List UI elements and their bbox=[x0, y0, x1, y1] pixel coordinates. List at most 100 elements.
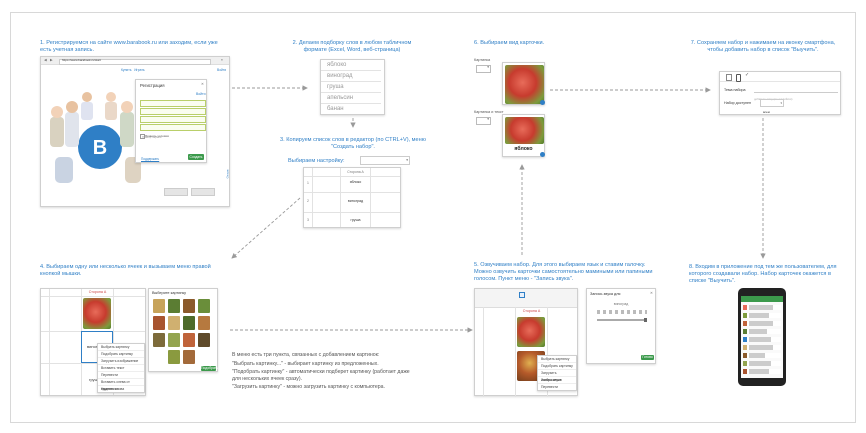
menu-item[interactable]: Загрузить изображение bbox=[98, 358, 144, 365]
sound-ok-button[interactable]: Готово bbox=[641, 355, 654, 360]
picker-thumbnail[interactable] bbox=[183, 316, 195, 330]
step-4-caption: 4. Выбираем одну или несколько ячеек и в… bbox=[40, 264, 211, 277]
card-type-select-2[interactable]: ▾ bbox=[476, 117, 491, 125]
footer-link[interactable]: Поддержать bbox=[141, 157, 160, 161]
picker-thumbnail[interactable] bbox=[153, 316, 165, 330]
picker-thumbnail[interactable] bbox=[183, 350, 195, 364]
app-list-item[interactable] bbox=[743, 305, 781, 310]
menu-item[interactable]: Перевести bbox=[541, 385, 558, 389]
sound-icon[interactable] bbox=[540, 152, 545, 157]
cell-word[interactable]: груша bbox=[350, 218, 361, 222]
phone-screen bbox=[741, 296, 783, 378]
picker-thumbnail[interactable] bbox=[183, 333, 195, 347]
context-menu: Выбрать картинку Подобрать картинку Загр… bbox=[537, 355, 577, 391]
submit-button[interactable]: Создать bbox=[188, 154, 204, 160]
chevron-down-icon: ▾ bbox=[406, 158, 408, 162]
image-card-preview[interactable] bbox=[502, 62, 545, 105]
menu-item[interactable]: Вставить текст bbox=[98, 365, 144, 372]
menu-note: В меню есть три пункта, связанных с доба… bbox=[232, 352, 412, 391]
carousel-prev[interactable] bbox=[164, 188, 188, 196]
forward-icon[interactable]: ▶ bbox=[50, 58, 53, 62]
step-2-caption: 2. Делаем подборку слов в любом таблично… bbox=[292, 40, 412, 53]
menu-item[interactable]: Перевести bbox=[98, 372, 144, 379]
column-a-header[interactable]: Сторона А bbox=[522, 309, 541, 313]
app-list-item[interactable] bbox=[743, 353, 781, 358]
card-type-select-1[interactable]: ▾ bbox=[476, 65, 491, 73]
close-icon[interactable]: ✕ bbox=[650, 291, 653, 295]
picker-thumbnail[interactable] bbox=[153, 333, 165, 347]
chevron-down-icon: ▾ bbox=[487, 65, 489, 69]
document-icon[interactable] bbox=[726, 74, 732, 81]
app-list-item[interactable] bbox=[743, 329, 781, 334]
address-bar[interactable] bbox=[59, 58, 211, 65]
app-list-item[interactable] bbox=[743, 345, 781, 350]
save-set-panel: ✓ Тема набора добавьте тему (по-английск… bbox=[719, 71, 841, 115]
word-item-1: яблоко bbox=[321, 60, 381, 71]
menu-item[interactable]: Удалить слова bbox=[101, 387, 125, 391]
app-list-item[interactable] bbox=[743, 361, 781, 366]
close-icon[interactable]: ✕ bbox=[201, 82, 204, 86]
picker-thumbnail[interactable] bbox=[168, 350, 180, 364]
nav-play[interactable]: Играть bbox=[134, 68, 145, 72]
app-list-item[interactable] bbox=[743, 321, 781, 326]
nav-buy[interactable]: Купить bbox=[121, 68, 132, 72]
card-sides-select[interactable]: Строки у карточки ▾ bbox=[360, 156, 410, 171]
picker-thumbnail[interactable] bbox=[198, 316, 210, 330]
menu-item[interactable]: Выбрать картинку bbox=[538, 356, 576, 363]
apple-image bbox=[83, 298, 111, 329]
password-field[interactable]: Пароль bbox=[140, 116, 206, 131]
step-6-caption: 6. Выбираем вид карточки. bbox=[474, 40, 545, 46]
record-button-row bbox=[597, 310, 647, 314]
menu-icon[interactable]: ≡ bbox=[221, 58, 223, 62]
menu-item[interactable]: Вставить слева от выделения bbox=[98, 379, 144, 391]
cell-word[interactable]: виноград bbox=[347, 199, 364, 203]
picker-thumbnail[interactable] bbox=[183, 299, 195, 313]
checkmark-icon[interactable]: ✓ bbox=[745, 72, 750, 78]
picker-thumbnail[interactable] bbox=[168, 316, 180, 330]
word-item-2: виноград bbox=[321, 71, 381, 82]
picker-thumbnail[interactable] bbox=[168, 299, 180, 313]
sound-icon[interactable] bbox=[540, 100, 545, 105]
cell-word[interactable]: груш bbox=[89, 377, 98, 382]
email-field[interactable]: Электронная почта bbox=[140, 108, 206, 123]
volume-slider[interactable] bbox=[597, 319, 647, 321]
password-repeat-field[interactable]: Повтор пароля bbox=[140, 124, 206, 139]
carousel-next[interactable] bbox=[191, 188, 215, 196]
app-list-item[interactable] bbox=[743, 369, 781, 374]
name-field[interactable]: Имя bbox=[140, 100, 206, 115]
picker-thumbnail[interactable] bbox=[198, 333, 210, 347]
menu-item[interactable]: Загрузить изображение bbox=[538, 370, 576, 382]
site-nav: Купить Играть bbox=[121, 68, 145, 72]
menu-item[interactable]: Выбрать картинку bbox=[98, 344, 144, 351]
picker-thumbnail[interactable] bbox=[198, 299, 210, 313]
row-number: 2 bbox=[307, 199, 309, 203]
menu-item[interactable]: Запись звука bbox=[538, 377, 576, 384]
picker-ok-button[interactable]: Подобрать bbox=[201, 366, 219, 371]
context-menu: Выбрать картинку Подобрать картинку Загр… bbox=[97, 343, 145, 393]
feedback-tab[interactable]: Отзыв bbox=[225, 169, 230, 179]
cell-word[interactable]: виног bbox=[87, 344, 98, 349]
nav-login[interactable]: Войти bbox=[217, 68, 227, 72]
menu-item[interactable]: Подобрать картинку bbox=[538, 363, 576, 370]
back-icon[interactable]: ◀ bbox=[44, 58, 47, 62]
menu-item[interactable]: Подобрать картинку bbox=[98, 351, 144, 358]
theme-input[interactable]: добавьте тему (по-английски) bbox=[754, 87, 838, 101]
picker-thumbnail[interactable] bbox=[153, 299, 165, 313]
image-text-card-preview[interactable]: яблоко bbox=[502, 114, 545, 157]
smartphone-icon[interactable] bbox=[736, 73, 741, 82]
login-link[interactable]: Войти bbox=[196, 92, 206, 96]
column-a-header[interactable]: Сторона А bbox=[347, 170, 364, 174]
app-list-item[interactable] bbox=[743, 313, 781, 318]
step-3-caption: 3. Копируем список слов в редактор (по C… bbox=[280, 137, 426, 150]
access-select[interactable]: всем ▾ bbox=[760, 99, 784, 114]
agree-checkbox[interactable] bbox=[140, 134, 145, 139]
picker-thumbnail[interactable] bbox=[168, 333, 180, 347]
column-a-header[interactable]: Сторона А bbox=[88, 290, 107, 294]
sound-word: виноград bbox=[613, 302, 629, 306]
app-list-item[interactable] bbox=[743, 337, 781, 342]
cell-word[interactable]: яблоко bbox=[349, 180, 362, 184]
voice-checkbox[interactable] bbox=[519, 292, 525, 298]
registration-dialog: Регистрация ✕ Войти Имя Электронная почт… bbox=[135, 79, 207, 163]
slider-handle[interactable] bbox=[644, 317, 647, 322]
